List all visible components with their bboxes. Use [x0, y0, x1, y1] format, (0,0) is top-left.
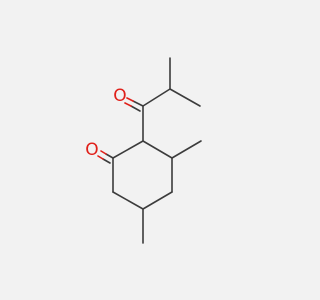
bond-carbonyl2-b [102, 158, 111, 164]
bond-ring-c3-c2 [142, 140, 173, 159]
structure-diagram: O O [85, 57, 202, 244]
bond-carbonyl1-a [132, 100, 144, 107]
bond-carbonyl2-a-o [100, 150, 107, 155]
bond-carbonyl1-a-o [126, 97, 134, 102]
bond-isopropyl-carbonyl [142, 88, 171, 107]
bond-ring-c5-c4 [142, 191, 173, 210]
bond-carbonyl1-b-o [124, 102, 132, 107]
bond-methyl-c3 [171, 140, 202, 159]
bond-ring-c2-c1 [112, 140, 144, 159]
molecule-canvas: O O [85, 57, 202, 244]
oxygen-atom-label: O [85, 140, 98, 160]
bond-carbonyl1-b [130, 105, 141, 112]
bond-carbonyl2-b-o [97, 155, 104, 160]
bond-carbonyl2-a [105, 153, 114, 159]
oxygen-atom-label: O [113, 86, 126, 106]
bond-ring-c6-c5 [112, 191, 144, 210]
bond-methyl-right [169, 88, 201, 107]
